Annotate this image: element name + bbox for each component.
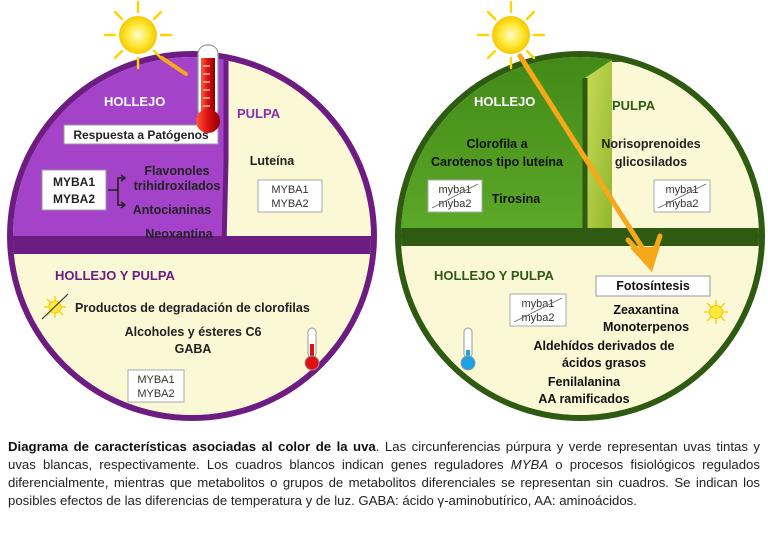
red-hp-myba-box (127, 369, 185, 403)
red-myba-box (41, 169, 107, 211)
myba-bracket-arrows (108, 174, 127, 209)
aldehidos-line2: ácidos grasos (562, 356, 646, 370)
antocianinas-label: Antocianinas (133, 203, 212, 217)
caption-text-part1: . Las circunferencias púrpura y verde re… (8, 439, 760, 472)
luteina-label: Luteína (250, 154, 295, 168)
zeaxantina-label: Zeaxantina (613, 303, 679, 317)
monoterpenos-label: Monoterpenos (603, 320, 689, 334)
carotenos-label: Carotenos tipo luteína (431, 155, 564, 169)
caption-myba-italic: MYBA (510, 457, 549, 472)
patogenos-box (63, 124, 219, 145)
red-pulpa-myba2-label: MYBA2 (271, 198, 308, 210)
sun-icon (103, 0, 173, 70)
aa-ramificados-label: AA ramificados (538, 392, 629, 406)
white-hollejo-label: HOLLEJO (474, 94, 535, 109)
figure-caption: Diagrama de características asociadas al… (8, 438, 760, 510)
glicosilados-label: glicosilados (615, 155, 687, 169)
red-hp-myba2-label: MYBA2 (137, 388, 174, 400)
sun-icon-white (476, 0, 546, 70)
patogenos-label: Respuesta a Patógenos (73, 128, 209, 142)
light-ray-arrow-icon (517, 53, 663, 272)
small-sun-icon-white (704, 300, 728, 324)
white-pulpa-myba2-label: myba2 (665, 198, 698, 210)
small-hot-thermometer-icon (304, 327, 320, 371)
tirosina-label: Tirosina (492, 192, 541, 206)
alcoholes-label: Alcoholes y ésteres C6 (125, 325, 262, 339)
white-hp-myba2-label: myba2 (521, 312, 554, 324)
productos-label: Productos de degradación de clorofilas (75, 301, 310, 315)
caption-text-part2: o procesos fisiológicos regulados difere… (8, 457, 760, 508)
caption-title: Diagrama de características asociadas al… (8, 439, 376, 454)
red-pulpa-myba1-label: MYBA1 (271, 184, 308, 196)
flavonoles-line1: Flavonoles (144, 164, 209, 178)
white-hp-myba1-label: myba1 (521, 298, 554, 310)
gaba-label: GABA (175, 342, 212, 356)
red-myba2-label: MYBA2 (53, 192, 95, 206)
red-grape-diagram: HOLLEJO PULPA Respuesta a Patógenos MYBA… (7, 0, 377, 421)
red-hp-myba1-label: MYBA1 (137, 374, 174, 386)
thermometer-icon (196, 44, 220, 133)
sun-ray-to-thermometer (160, 56, 188, 76)
red-hollejo-label: HOLLEJO (104, 94, 165, 109)
neoxantina-label: Neoxantina (145, 227, 213, 241)
clorofila-label: Clorofila a (466, 137, 528, 151)
fenilalanina-label: Fenilalanina (548, 375, 621, 389)
small-cold-thermometer-icon (460, 327, 476, 371)
red-pulpa-myba-box (257, 179, 323, 213)
white-pulpa-myba1-label: myba1 (665, 184, 698, 196)
fotosintesis-box (595, 275, 711, 297)
red-grape-divider-band (13, 236, 371, 254)
fotosintesis-label: Fotosíntesis (616, 279, 690, 293)
aldehidos-line1: Aldehídos derivados de (533, 339, 674, 353)
norisoprenoides-label: Norisoprenoides (601, 137, 700, 151)
small-sun-icon (41, 293, 69, 320)
white-grape-skin-region (401, 57, 612, 228)
red-myba1-label: MYBA1 (53, 175, 95, 189)
white-grape-diagram: HOLLEJO PULPA Clorofila a Carotenos tipo… (395, 0, 765, 421)
red-pulpa-label: PULPA (237, 106, 281, 121)
white-grape-divider-band (401, 228, 759, 246)
white-hollejo-y-pulpa-label: HOLLEJO Y PULPA (434, 268, 555, 283)
red-hollejo-y-pulpa-label: HOLLEJO Y PULPA (55, 268, 176, 283)
white-myba2-label: myba2 (438, 198, 471, 210)
white-myba1-label: myba1 (438, 184, 471, 196)
flavonoles-line2: trihidroxilados (134, 179, 221, 193)
white-pulpa-label: PULPA (612, 98, 656, 113)
